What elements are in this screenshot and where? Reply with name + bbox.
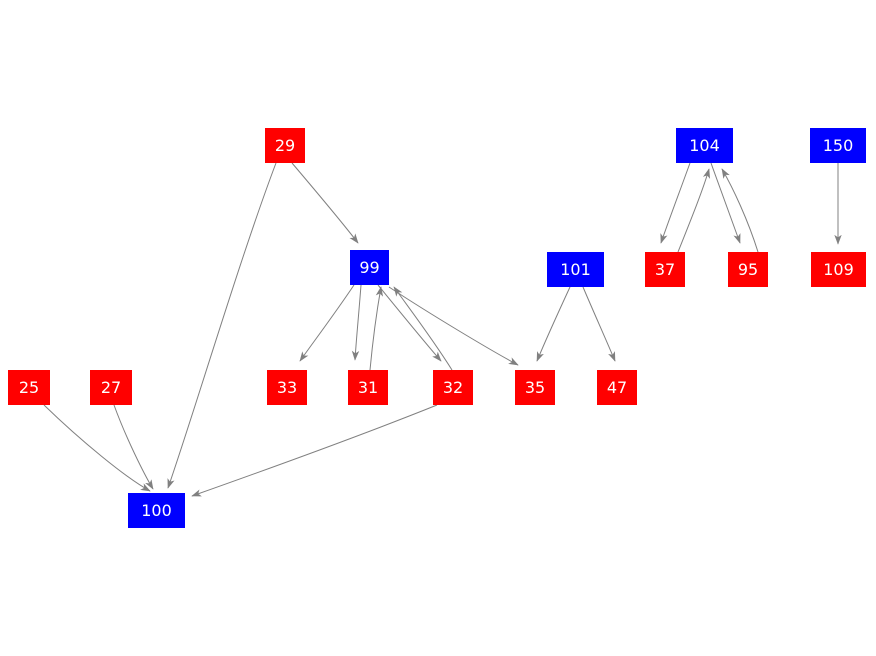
graph-node-35[interactable]: 35 (515, 370, 555, 405)
graph-node-label: 35 (524, 377, 546, 397)
graph-node-29[interactable]: 29 (265, 128, 305, 163)
graph-edge-27-to-100 (113, 404, 154, 490)
graph-edge-101-to-35 (536, 286, 571, 362)
graph-node-104[interactable]: 104 (676, 128, 733, 163)
graph-node-label: 33 (276, 377, 298, 397)
graph-node-33[interactable]: 33 (267, 370, 307, 405)
graph-node-label: 95 (737, 259, 759, 279)
graph-edge-99-to-32 (377, 284, 442, 362)
graph-node-label: 25 (18, 377, 40, 397)
graph-node-100[interactable]: 100 (128, 493, 185, 528)
graph-node-label: 104 (689, 135, 720, 155)
graph-edge-29-to-100 (167, 162, 277, 489)
graph-node-47[interactable]: 47 (597, 370, 637, 405)
graph-edge-37-to-104 (677, 168, 711, 253)
graph-node-label: 27 (100, 377, 122, 397)
graph-node-label: 32 (442, 377, 464, 397)
graph-node-label: 101 (560, 259, 591, 279)
graph-node-150[interactable]: 150 (810, 128, 866, 163)
graph-node-label: 99 (359, 257, 380, 277)
graph-node-109[interactable]: 109 (811, 252, 866, 287)
graph-node-label: 47 (606, 377, 628, 397)
graph-node-label: 100 (141, 500, 172, 520)
graph-node-label: 109 (823, 259, 854, 279)
graph-node-99[interactable]: 99 (350, 250, 389, 285)
graph-node-label: 150 (822, 135, 854, 155)
graph-edge-29-to-99 (291, 162, 359, 244)
graph-edge-104-to-95 (710, 162, 741, 244)
graph-node-label: 37 (654, 259, 676, 279)
graph-edge-25-to-100 (43, 404, 151, 492)
graph-edge-32-to-99 (393, 286, 453, 371)
graph-edge-101-to-47 (582, 286, 616, 362)
graph-node-label: 31 (357, 377, 379, 397)
graph-node-37[interactable]: 37 (645, 252, 685, 287)
edges-group (43, 162, 842, 497)
graph-node-32[interactable]: 32 (433, 370, 473, 405)
graph-node-101[interactable]: 101 (547, 252, 604, 287)
graph-node-25[interactable]: 25 (8, 370, 50, 405)
graph-node-label: 29 (274, 135, 296, 155)
graph-edge-32-to-100 (191, 404, 438, 497)
graph-edge-99-to-31 (351, 284, 362, 361)
graph-node-95[interactable]: 95 (728, 252, 768, 287)
graph-edge-99-to-35 (388, 286, 519, 366)
graph-edge-31-to-99 (369, 286, 384, 371)
graph-edge-99-to-33 (299, 284, 355, 362)
graph-edge-104-to-37 (660, 162, 691, 244)
graph-edge-95-to-104 (721, 168, 759, 253)
graph-node-31[interactable]: 31 (348, 370, 388, 405)
graph-node-27[interactable]: 27 (90, 370, 132, 405)
